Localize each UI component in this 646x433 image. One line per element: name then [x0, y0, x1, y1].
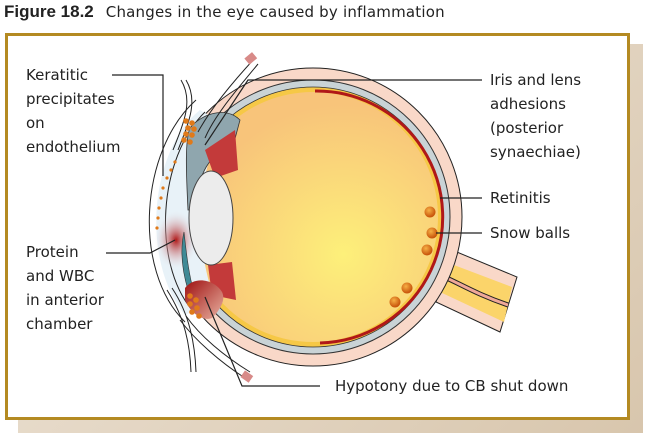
- optic-nerve: [431, 249, 518, 333]
- label-retinitis: Retinitis: [490, 189, 551, 207]
- leader-keratitic: [112, 74, 164, 176]
- label-protein-wbc: Protein and WBC in anterior chamber: [26, 243, 104, 333]
- snow-balls: [389, 206, 438, 308]
- label-iris-lens-adhesions: Iris and lens adhesions (posterior synae…: [490, 71, 582, 161]
- label-snow-balls: Snow balls: [490, 224, 571, 242]
- keratitic-precipitates: [155, 118, 197, 230]
- eyelids: [166, 57, 259, 379]
- leader-protein: [106, 239, 176, 254]
- figure-caption: Changes in the eye caused by inflammatio…: [105, 3, 445, 21]
- label-keratitic-precipitates: Keratitic precipitates on endothelium: [26, 66, 121, 156]
- vitreous: [188, 92, 438, 342]
- retinitis-arc-lower: [319, 269, 433, 345]
- figure-number: Figure 18.2: [4, 2, 94, 21]
- leader-lines: [106, 74, 482, 387]
- leader-iris: [204, 79, 482, 146]
- retinitis-arc: [314, 89, 445, 271]
- ciliary-muscle-upper: [205, 130, 238, 178]
- leader-hypotony: [204, 296, 320, 387]
- figure-title: Figure 18.2 Changes in the eye caused by …: [4, 2, 445, 22]
- label-hypotony: Hypotony due to CB shut down: [335, 377, 569, 395]
- lens: [188, 170, 234, 266]
- lower-precipitates: [187, 293, 202, 319]
